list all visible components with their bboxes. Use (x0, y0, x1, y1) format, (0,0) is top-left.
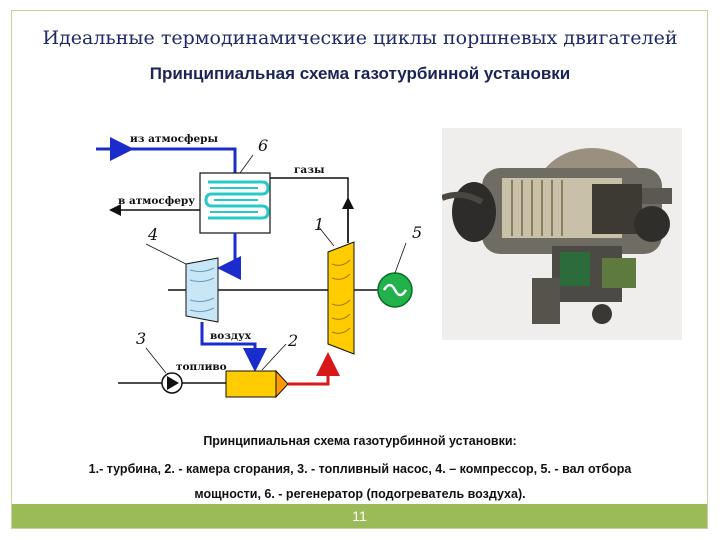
hot-gas-line (288, 352, 340, 386)
air-to-chamber-line (200, 322, 267, 372)
number-power-takeoff: 5 (412, 223, 422, 242)
turbine (327, 241, 355, 355)
slide-title: Идеальные термодинамические циклы поршне… (42, 27, 678, 49)
gas-turbine-engine-photo (442, 128, 682, 340)
air-inlet-line (96, 137, 237, 173)
label-to-atmosphere: в атмосферу (118, 195, 195, 207)
power-takeoff-generator (377, 272, 413, 308)
compressor (185, 257, 219, 323)
number-turbine: 1 (314, 215, 324, 234)
page-number: 11 (352, 508, 367, 524)
regenerator (199, 172, 271, 234)
number-combustion-chamber: 2 (287, 331, 298, 350)
label-air: воздух (210, 330, 252, 342)
number-compressor: 4 (147, 225, 158, 244)
gas-turbine-schematic: из атмосферы в атмосферу газы воздух топ… (96, 133, 422, 399)
caption-heading: Принципиальная схема газотурбинной устан… (203, 434, 517, 448)
footer-bar: 11 (12, 504, 707, 528)
number-fuel-pump: 3 (136, 329, 146, 348)
fuel-line (118, 372, 226, 394)
label-fuel: топливо (176, 361, 227, 373)
heated-air-line (217, 233, 241, 280)
number-regenerator: 6 (258, 136, 268, 155)
combustion-chamber (225, 369, 289, 399)
caption-legend-line-2: мощности, 6. - регенератор (подогревател… (194, 487, 526, 501)
gases-line (270, 177, 354, 243)
label-gases: газы (294, 164, 325, 176)
leader-lines (145, 154, 407, 374)
slide-subtitle: Принципиальная схема газотурбинной устан… (149, 64, 571, 83)
label-from-atmosphere: из атмосферы (130, 133, 218, 145)
caption-legend-line-1: 1.- турбина, 2. - камера сгорания, 3. - … (88, 462, 632, 476)
